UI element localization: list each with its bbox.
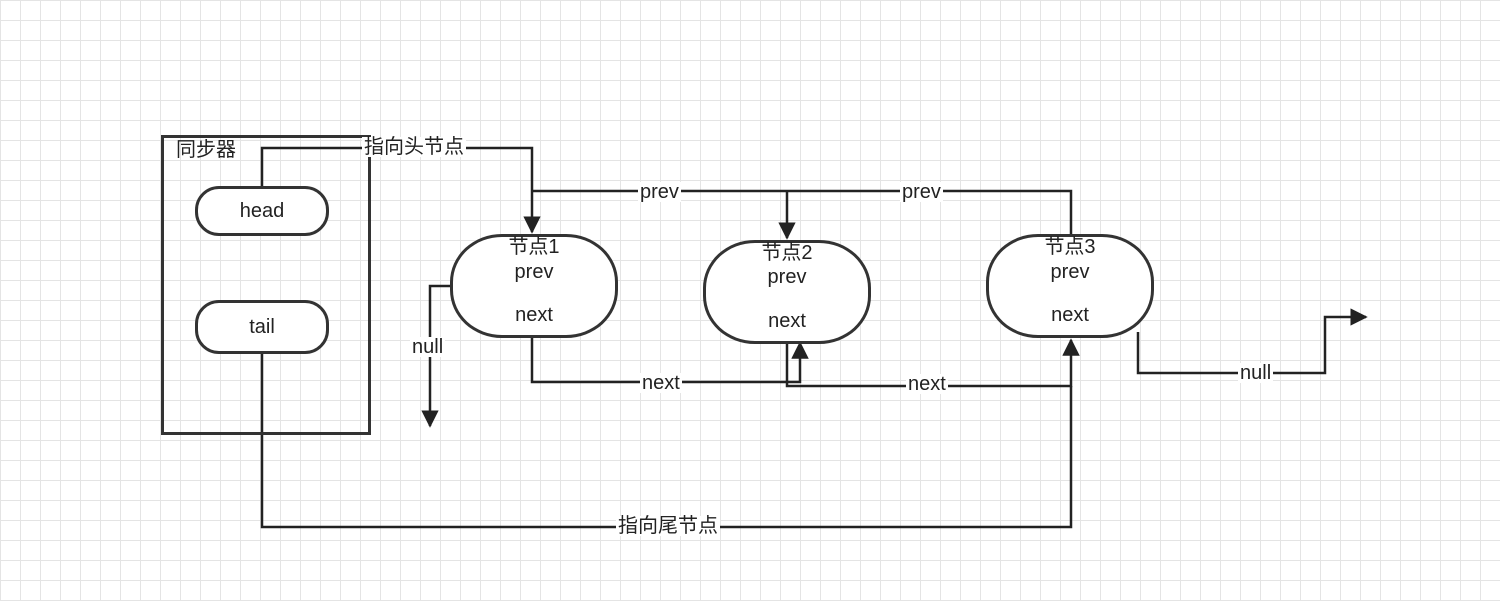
synchronizer-title: 同步器	[176, 139, 236, 161]
tail-pointer: tail	[195, 300, 329, 354]
head-pointer: head	[195, 186, 329, 236]
node-2-next-field: next	[768, 310, 806, 332]
node1-to-null-connector	[421, 284, 452, 428]
node-3-title: 节点3	[1044, 236, 1096, 258]
node-2-title: 节点2	[761, 242, 813, 264]
node-1-title: 节点1	[508, 236, 560, 258]
next-label-2: next	[906, 373, 948, 395]
prev-label-2: prev	[900, 181, 943, 203]
synchronizer-box	[161, 135, 371, 435]
null-label-left: null	[410, 336, 446, 358]
node3-to-null-connector	[1136, 308, 1368, 375]
node-2: 节点2 prev next	[703, 240, 871, 344]
prev-label-1: prev	[638, 181, 681, 203]
to-tail-label: 指向尾节点	[616, 515, 720, 537]
to-head-label: 指向头节点	[362, 136, 466, 158]
node-3-next-field: next	[1051, 304, 1089, 326]
node-2-prev-field: prev	[767, 266, 807, 288]
next-label-1: next	[640, 372, 682, 394]
node-1-prev-field: prev	[514, 261, 554, 283]
node-3: 节点3 prev next	[986, 234, 1154, 338]
node-1: 节点1 prev next	[450, 234, 618, 338]
node-3-prev-field: prev	[1050, 261, 1090, 283]
node-1-next-field: next	[515, 304, 553, 326]
node3-to-node1-prev-connector	[532, 189, 1073, 236]
null-label-right: null	[1238, 362, 1274, 384]
